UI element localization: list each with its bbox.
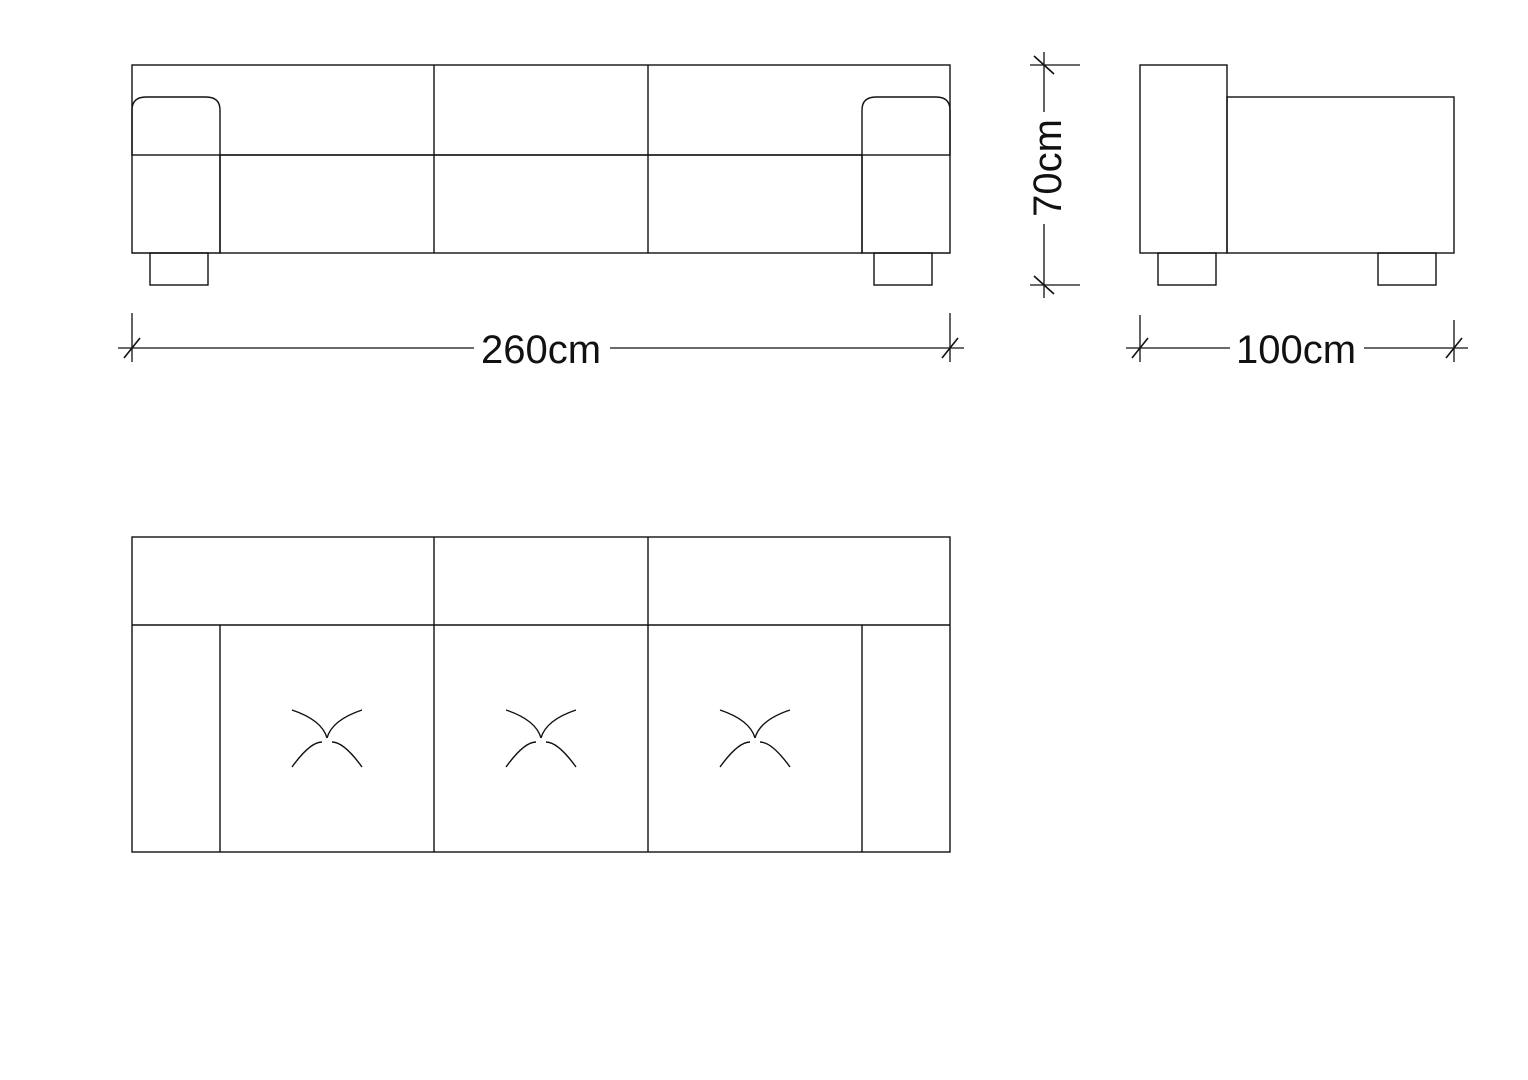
front-left-foot — [149, 252, 209, 286]
front-view — [131, 64, 951, 286]
front-seat-base — [219, 154, 863, 254]
depth-tick-left — [1131, 337, 1149, 359]
depth-tick-right — [1445, 337, 1463, 359]
side-front-foot — [1377, 252, 1437, 286]
cushion-mark-1 — [291, 709, 363, 768]
height-label: 70cm — [1026, 119, 1070, 217]
width-tick-right — [941, 337, 959, 359]
front-backrest — [131, 64, 951, 156]
top-outline — [131, 536, 951, 853]
side-seat — [1226, 96, 1455, 254]
depth-label: 100cm — [1236, 328, 1356, 372]
cushion-mark-2 — [505, 709, 577, 768]
front-right-armrest — [861, 96, 951, 254]
height-dimension: 70cm — [1026, 52, 1080, 298]
side-view — [1139, 64, 1455, 286]
front-right-foot — [873, 252, 933, 286]
width-dimension: 260cm — [118, 313, 964, 372]
height-tick-bottom — [1033, 275, 1055, 295]
height-label-mask — [1026, 112, 1066, 224]
side-back-foot — [1157, 252, 1217, 286]
width-tick-left — [123, 337, 141, 359]
depth-label-mask — [1230, 326, 1364, 370]
height-tick-top — [1033, 55, 1055, 75]
top-view — [131, 536, 951, 853]
cushion-mark-3 — [719, 709, 791, 768]
depth-dimension: 100cm — [1126, 315, 1468, 372]
width-label: 260cm — [481, 328, 601, 372]
width-label-mask — [474, 326, 610, 370]
front-left-armrest — [131, 96, 221, 254]
side-backrest — [1139, 64, 1228, 254]
